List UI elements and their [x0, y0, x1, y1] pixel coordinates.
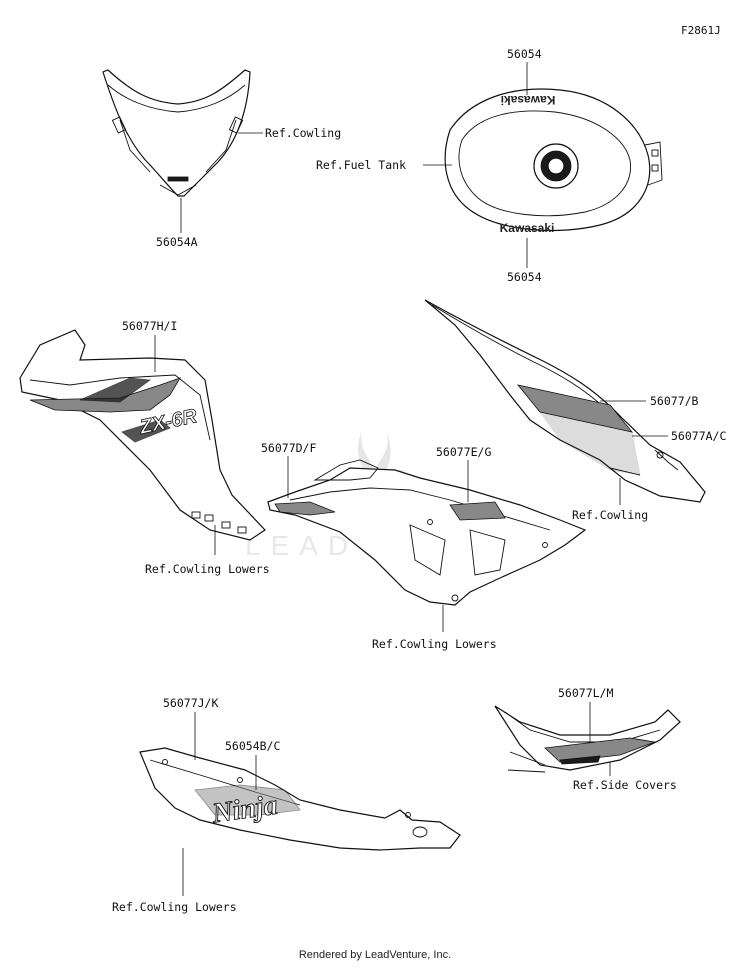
- label-lower-center-part-b: 56077E/G: [436, 445, 491, 459]
- lower-left-decal: [194, 784, 301, 816]
- label-tank-part-bottom: 56054: [507, 270, 542, 284]
- label-lower-center-part-a: 56077D/F: [261, 441, 316, 455]
- label-tank-part-top: 56054: [507, 47, 542, 61]
- lower-center-cowling-part[interactable]: [267, 459, 587, 606]
- figure-code: F2861J: [681, 24, 721, 37]
- label-lower-left-part-a: 56077J/K: [163, 696, 218, 710]
- label-tank-ref: Ref.Fuel Tank: [316, 158, 406, 172]
- label-windshield-part: 56054A: [156, 235, 198, 249]
- side-cowling-left-stripe: [29, 377, 181, 413]
- label-lower-left-ref: Ref.Cowling Lowers: [112, 900, 237, 914]
- footer-credit: Rendered by LeadVenture, Inc.: [298, 949, 452, 961]
- label-side-cover-part: 56077L/M: [558, 686, 613, 700]
- side-cover-decal: [544, 737, 657, 763]
- label-lower-center-ref: Ref.Cowling Lowers: [372, 637, 497, 651]
- side-cover-part[interactable]: [494, 705, 681, 773]
- label-upper-right-part-a: 56077/B: [650, 394, 699, 408]
- side-cowling-left-part[interactable]: ZX-6R: [19, 329, 266, 541]
- label-upper-right-part-b: 56077A/C: [671, 429, 726, 443]
- tank-logo-top: Kawasaki: [501, 93, 556, 107]
- upper-right-cowling-part[interactable]: [424, 299, 706, 503]
- label-side-left-ref: Ref.Cowling Lowers: [145, 562, 270, 576]
- label-lower-left-part-b: 56054B/C: [225, 739, 280, 753]
- label-upper-right-ref: Ref.Cowling: [572, 508, 648, 522]
- lower-left-cowling-part[interactable]: Ninja: [139, 747, 461, 851]
- windshield-decal: [167, 176, 189, 182]
- fuel-tank-part[interactable]: Kawasaki Kawasaki: [444, 88, 663, 235]
- label-side-left-part: 56077H/I: [122, 319, 177, 333]
- tank-logo-bottom: Kawasaki: [500, 221, 555, 235]
- lower-center-decal-right: [449, 501, 506, 521]
- label-windshield-ref: Ref.Cowling: [265, 126, 341, 140]
- windshield-part[interactable]: [102, 69, 251, 197]
- label-side-cover-ref: Ref.Side Covers: [573, 778, 677, 792]
- upper-right-decal-a: [516, 384, 634, 433]
- lower-center-decal-left: [274, 501, 336, 516]
